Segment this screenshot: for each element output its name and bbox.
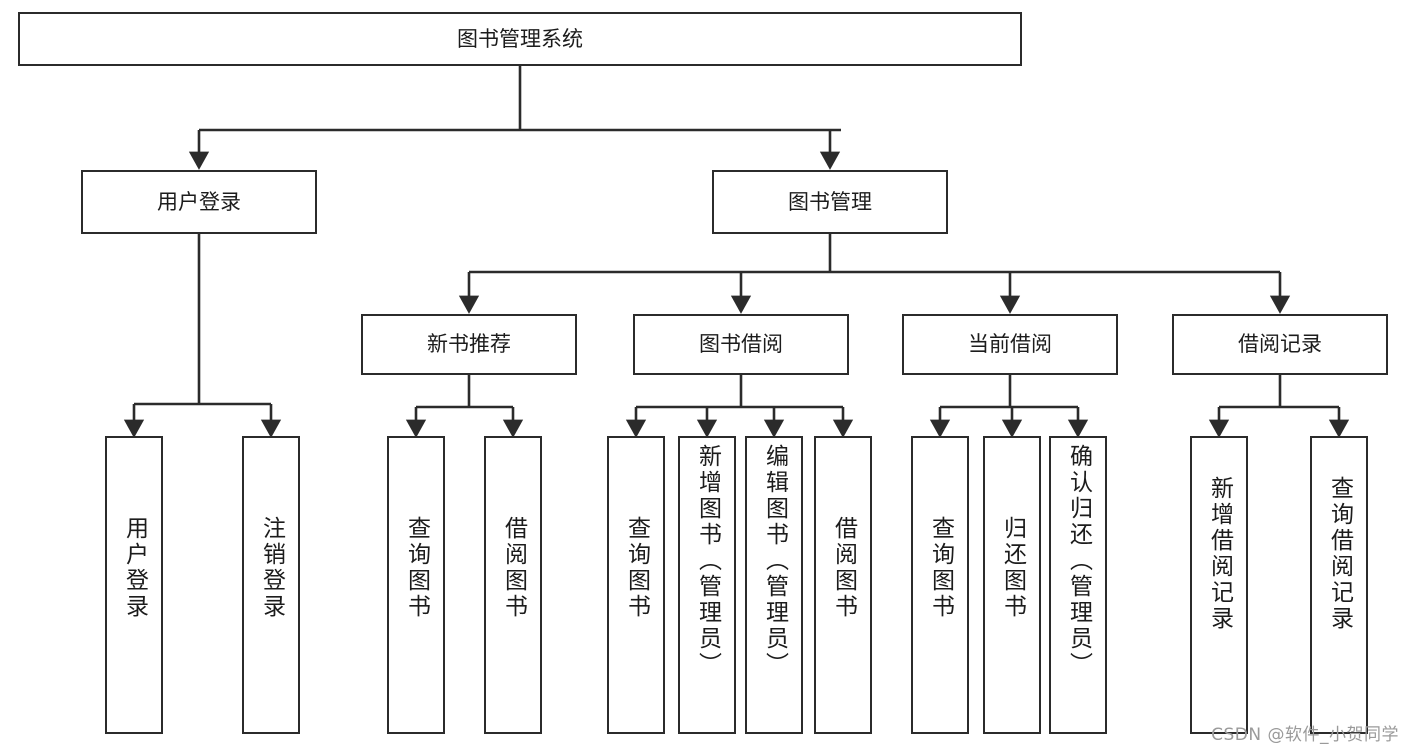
node-leaf-confirm-return[interactable]: 确认归还（管理员） [1049,436,1107,734]
node-root-label: 图书管理系统 [457,26,583,51]
node-leaf-borrow-book-1[interactable]: 借阅图书 [484,436,542,734]
node-book-manage[interactable]: 图书管理 [712,170,948,234]
node-book-borrow-label: 图书借阅 [699,332,783,357]
node-leaf-borrow-book-2-label: 借阅图书 [830,516,857,620]
node-leaf-user-login-label: 用户登录 [121,516,148,620]
node-leaf-return-book[interactable]: 归还图书 [983,436,1041,734]
node-leaf-logout[interactable]: 注销登录 [242,436,300,734]
node-leaf-confirm-return-label: 确认归还（管理员） [1065,444,1092,678]
node-leaf-borrow-book-2[interactable]: 借阅图书 [814,436,872,734]
node-current-borrow-label: 当前借阅 [968,332,1052,357]
node-leaf-query-record[interactable]: 查询借阅记录 [1310,436,1368,734]
node-user-login[interactable]: 用户登录 [81,170,317,234]
node-leaf-query-book-1-label: 查询图书 [403,516,430,620]
node-book-manage-label: 图书管理 [788,189,872,214]
node-leaf-query-book-1[interactable]: 查询图书 [387,436,445,734]
node-leaf-edit-book[interactable]: 编辑图书（管理员） [745,436,803,734]
node-new-book-recommend-label: 新书推荐 [427,332,511,357]
node-leaf-add-book-label: 新增图书（管理员） [694,444,721,678]
node-leaf-query-book-2-label: 查询图书 [623,516,650,620]
node-leaf-add-record-label: 新增借阅记录 [1206,476,1233,632]
node-current-borrow[interactable]: 当前借阅 [902,314,1118,375]
node-user-login-label: 用户登录 [157,189,241,214]
watermark: CSDN @软件_小贺同学 [1211,725,1399,745]
node-book-borrow[interactable]: 图书借阅 [633,314,849,375]
node-root[interactable]: 图书管理系统 [18,12,1022,66]
node-leaf-query-book-3-label: 查询图书 [927,516,954,620]
node-borrow-record[interactable]: 借阅记录 [1172,314,1388,375]
node-leaf-return-book-label: 归还图书 [999,516,1026,620]
node-leaf-query-book-3[interactable]: 查询图书 [911,436,969,734]
node-leaf-add-record[interactable]: 新增借阅记录 [1190,436,1248,734]
node-leaf-edit-book-label: 编辑图书（管理员） [761,444,788,678]
node-leaf-user-login[interactable]: 用户登录 [105,436,163,734]
node-new-book-recommend[interactable]: 新书推荐 [361,314,577,375]
node-leaf-add-book[interactable]: 新增图书（管理员） [678,436,736,734]
node-borrow-record-label: 借阅记录 [1238,332,1322,357]
node-leaf-borrow-book-1-label: 借阅图书 [500,516,527,620]
node-leaf-query-record-label: 查询借阅记录 [1326,476,1353,632]
node-leaf-logout-label: 注销登录 [258,516,285,620]
node-leaf-query-book-2[interactable]: 查询图书 [607,436,665,734]
